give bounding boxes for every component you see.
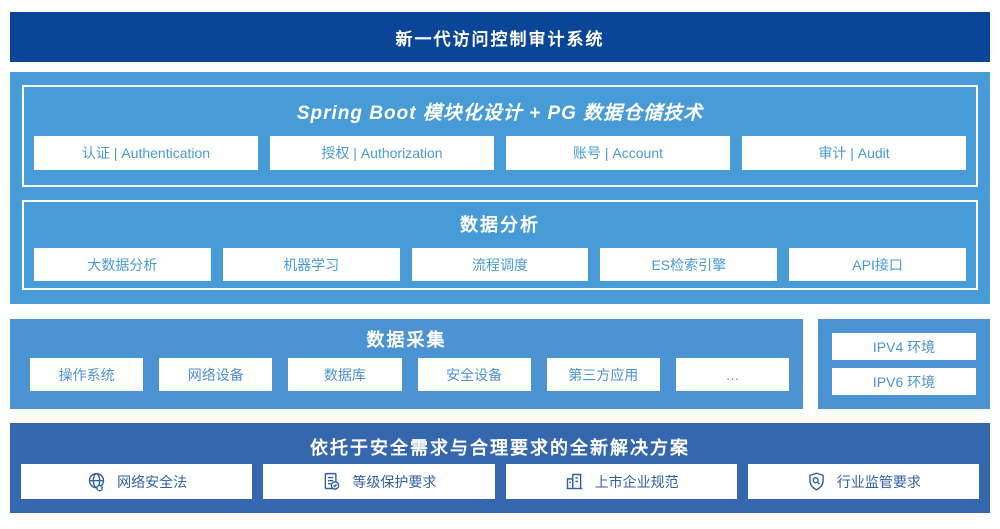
diagram-title-banner: 新一代访问控制审计系统 (10, 12, 990, 62)
shield-search-icon (806, 471, 827, 492)
analysis-box-ml: 机器学习 (222, 248, 400, 281)
solution-section: 依托于安全需求与合理要求的全新解决方案 网络安全法 (10, 423, 990, 513)
solution-box-classified-protection: 等级保护要求 (263, 464, 495, 499)
collection-box-os: 操作系统 (30, 358, 144, 391)
solution-row: 网络安全法 等级保护要求 (21, 464, 979, 499)
solution-box-label: 等级保护要求 (352, 473, 437, 490)
solution-title: 依托于安全需求与合理要求的全新解决方案 (310, 438, 690, 458)
analysis-box-es: ES检索引擎 (600, 248, 778, 281)
collection-box-database: 数据库 (288, 358, 402, 391)
building-icon (564, 471, 585, 492)
environment-box-ipv4: IPV4 环境 (832, 333, 976, 360)
diagram-title: 新一代访问控制审计系统 (395, 29, 605, 49)
modules-subsection: Spring Boot 模块化设计 + PG 数据仓储技术 认证 | Authe… (22, 85, 978, 187)
modules-title: Spring Boot 模块化设计 + PG 数据仓储技术 (296, 103, 704, 124)
analysis-box-bigdata: 大数据分析 (34, 248, 211, 281)
solution-box-industry-regulation: 行业监管要求 (747, 464, 979, 499)
platform-section: Spring Boot 模块化设计 + PG 数据仓储技术 认证 | Authe… (10, 72, 990, 304)
collection-title: 数据采集 (366, 330, 447, 350)
collection-box-third-party: 第三方应用 (546, 358, 660, 391)
collection-box-ellipsis: … (675, 358, 790, 391)
globe-icon (86, 471, 107, 492)
module-box-account: 账号 | Account (506, 136, 730, 170)
collection-row: 操作系统 网络设备 数据库 安全设备 第三方应用 … (30, 358, 790, 391)
solution-box-listed-company: 上市企业规范 (505, 464, 737, 499)
analysis-box-api: API接口 (789, 248, 966, 281)
solution-box-label: 行业监管要求 (836, 473, 921, 490)
solution-box-label: 上市企业规范 (594, 473, 679, 490)
module-box-audit: 审计 | Audit (742, 136, 966, 170)
document-check-icon (321, 471, 342, 492)
analysis-subsection: 数据分析 大数据分析 机器学习 流程调度 ES检索引擎 API接口 (22, 200, 978, 290)
analysis-row: 大数据分析 机器学习 流程调度 ES检索引擎 API接口 (34, 248, 966, 281)
collection-section: 数据采集 操作系统 网络设备 数据库 安全设备 第三方应用 … (10, 319, 803, 409)
environment-section: IPV4 环境 IPV6 环境 (818, 319, 990, 409)
analysis-box-workflow: 流程调度 (411, 248, 589, 281)
solution-box-cybersecurity-law: 网络安全法 (21, 464, 253, 499)
module-box-authentication: 认证 | Authentication (34, 136, 258, 170)
collection-box-security-device: 安全设备 (417, 358, 531, 391)
environment-box-ipv6: IPV6 环境 (832, 368, 976, 395)
solution-box-label: 网络安全法 (117, 473, 188, 490)
collection-box-network-device: 网络设备 (159, 358, 273, 391)
modules-row: 认证 | Authentication 授权 | Authorization 账… (34, 136, 966, 170)
analysis-title: 数据分析 (460, 215, 540, 235)
module-box-authorization: 授权 | Authorization (270, 136, 494, 170)
